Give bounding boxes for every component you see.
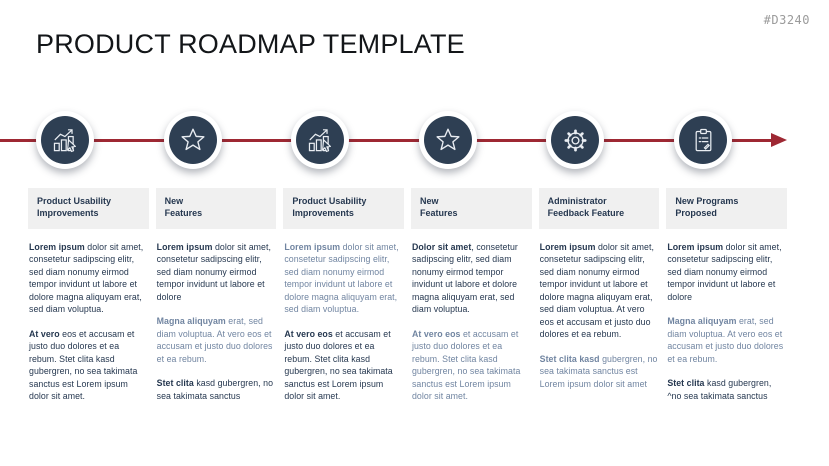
timeline-node	[418, 111, 477, 169]
paragraph-text: et accusam et justo duo dolores et ea re…	[284, 328, 393, 402]
body-paragraph: Magna aliquyam erat, sed diam voluptua. …	[157, 315, 276, 365]
paragraph-lead: Lorem ipsum	[156, 242, 213, 252]
body-paragraph: Lorem ipsum dolor sit amet, consetetur s…	[29, 241, 148, 316]
paragraph-text: , consetetur sadipscing elitr, sed diam …	[411, 242, 518, 315]
column-body: Lorem ipsum dolor sit amet, consetetur s…	[28, 229, 149, 403]
gear-icon	[562, 127, 589, 154]
column-body: Lorem ipsum dolor sit amet, consetetur s…	[666, 229, 787, 402]
body-paragraph: Dolor sit amet, consetetur sadipscing el…	[412, 241, 531, 316]
star-icon	[434, 126, 462, 154]
paragraph-text: dolor sit amet, consetetur sadipscing el…	[539, 242, 654, 340]
body-paragraph: Magna aliquyam erat, sed diam voluptua. …	[667, 315, 786, 365]
paragraph-text: kasd gubergren, no sea takimata sanctus	[156, 378, 274, 401]
paragraph-text: dolor sit amet, consetetur sadipscing el…	[284, 242, 399, 315]
paragraph-lead: At vero eos	[284, 328, 333, 339]
timeline-node	[163, 111, 222, 169]
column-body: Lorem ipsum dolor sit amet, consetetur s…	[156, 229, 277, 402]
paragraph-lead: At vero eos	[411, 328, 461, 339]
roadmap-timeline	[0, 0, 829, 180]
paragraph-text: et accusam et justo duo dolores et ea re…	[411, 328, 521, 402]
product-code-watermark: #D3240	[763, 13, 810, 27]
paragraph-text: erat, sed diam voluptua. At vero eos et …	[156, 316, 273, 364]
paragraph-lead: Dolor sit amet	[411, 242, 472, 252]
star-icon	[179, 126, 207, 154]
page-title: PRODUCT ROADMAP TEMPLATE	[36, 29, 465, 59]
usability-growth-cursor-icon	[52, 127, 79, 154]
paragraph-lead: Lorem ipsum	[284, 242, 341, 252]
paragraph-lead: Stet clita	[667, 378, 705, 389]
paragraph-lead: Stet clita	[156, 378, 194, 389]
body-paragraph: Lorem ipsum dolor sit amet, consetetur s…	[540, 241, 659, 341]
timeline-node	[36, 111, 94, 169]
body-paragraph: Lorem ipsum dolor sit amet, consetetur s…	[284, 241, 403, 316]
body-paragraph: Lorem ipsum dolor sit amet, consetetur s…	[157, 241, 276, 303]
column-header: New Programs Proposed	[666, 188, 787, 229]
paragraph-text: eos et accusam et justo duo dolores et e…	[29, 328, 138, 402]
clipboard-icon	[690, 127, 717, 154]
timeline-line	[0, 139, 774, 143]
timeline-node	[291, 111, 350, 169]
paragraph-lead: Stet clita kasd	[539, 353, 600, 364]
paragraph-lead: Lorem ipsum	[667, 242, 724, 252]
timeline-node-circle	[296, 116, 345, 164]
column-header: Product Usability Improvements	[283, 188, 404, 229]
timeline-node-circle	[551, 116, 600, 164]
timeline-node-circle	[168, 116, 217, 164]
column-body: Lorem ipsum dolor sit amet, consetetur s…	[539, 229, 660, 390]
usability-growth-cursor-icon	[307, 127, 334, 154]
paragraph-text: dolor sit amet, consetetur sadipscing el…	[667, 242, 782, 302]
body-paragraph: At vero eos et accusam et justo duo dolo…	[29, 328, 148, 403]
body-paragraph: Stet clita kasd gubergren, no sea takima…	[540, 353, 659, 390]
paragraph-lead: At vero	[29, 328, 60, 339]
paragraph-text: erat, sed diam voluptua. At vero eos et …	[667, 316, 784, 364]
column-header: New Features	[410, 188, 532, 229]
body-paragraph: At vero eos et accusam et justo duo dolo…	[284, 328, 403, 403]
paragraph-lead: Magna aliquyam	[156, 316, 226, 327]
column-header: Product Usability Improvements	[28, 188, 149, 229]
paragraph-lead: Lorem ipsum	[29, 242, 85, 252]
column-header: Administrator Feedback Feature	[538, 188, 660, 229]
timeline-node-circle	[423, 116, 472, 164]
body-paragraph: At vero eos et accusam et justo duo dolo…	[412, 328, 531, 403]
body-paragraph: Stet clita kasd gubergren, ^no sea takim…	[667, 377, 786, 402]
paragraph-text: kasd gubergren, ^no sea takimata sanctus	[667, 378, 772, 401]
body-paragraph: Stet clita kasd gubergren, no sea takima…	[157, 377, 276, 402]
paragraph-text: dolor sit amet, consetetur sadipscing el…	[156, 242, 271, 302]
paragraph-lead: Lorem ipsum	[539, 242, 596, 252]
body-paragraph: Lorem ipsum dolor sit amet, consetetur s…	[667, 241, 786, 303]
timeline-node-circle	[41, 116, 89, 164]
timeline-node	[546, 111, 605, 169]
timeline-node-circle	[679, 116, 727, 164]
timeline-arrow-icon	[771, 133, 787, 147]
paragraph-lead: Magna aliquyam	[667, 316, 737, 327]
column-body: Lorem ipsum dolor sit amet, consetetur s…	[283, 229, 404, 403]
column-body: Dolor sit amet, consetetur sadipscing el…	[411, 229, 532, 403]
paragraph-text: dolor sit amet, consetetur sadipscing el…	[29, 242, 144, 315]
column-header: New Features	[155, 188, 277, 229]
timeline-node	[674, 111, 732, 169]
paragraph-text: gubergren, no sea takimata sanctus est L…	[539, 353, 658, 389]
